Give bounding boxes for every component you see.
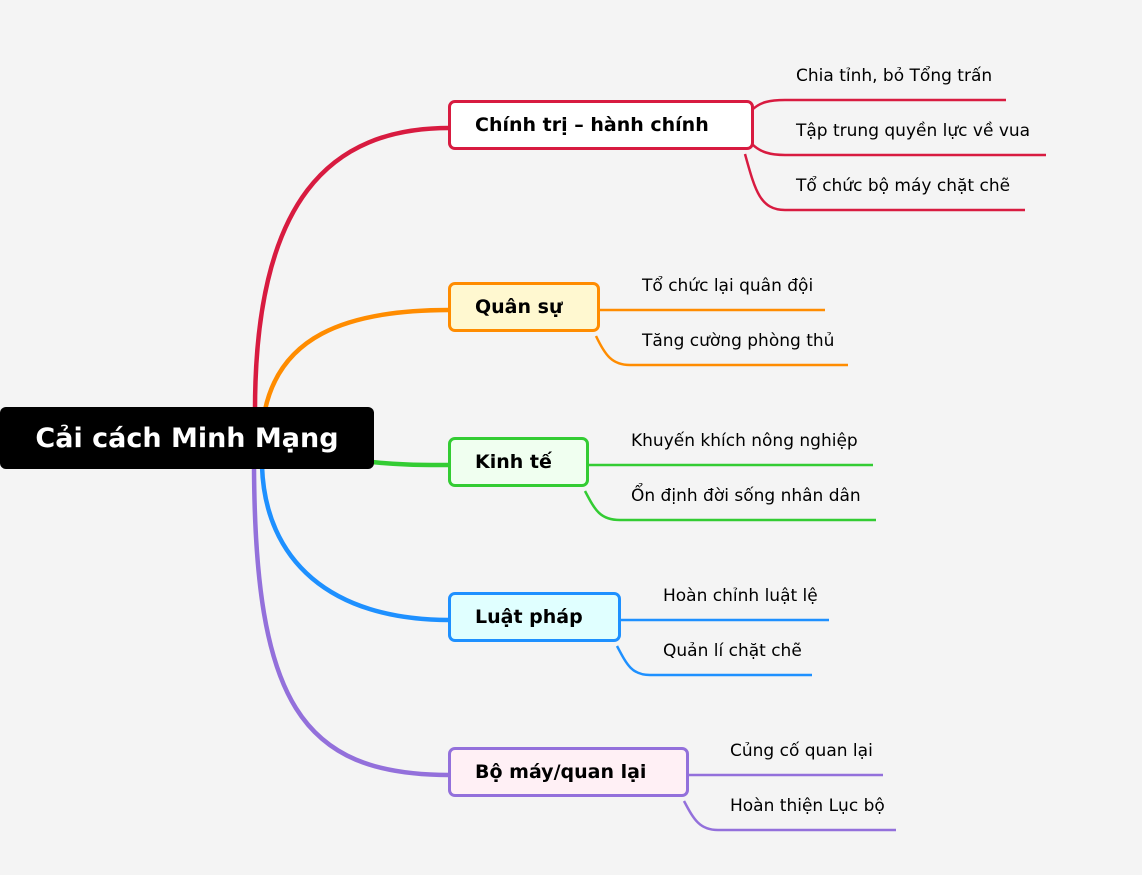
root-label: Cải cách Minh Mạng — [35, 422, 339, 454]
root-node[interactable]: Cải cách Minh Mạng — [0, 407, 374, 469]
leaf-node[interactable]: Tập trung quyền lực về vua — [796, 121, 1031, 141]
leaf-node[interactable]: Tổ chức bộ máy chặt chẽ — [796, 176, 1011, 196]
topic-luat-phap[interactable]: Luật pháp — [448, 592, 621, 642]
leaf-node[interactable]: Ổn định đời sống nhân dân — [631, 486, 861, 506]
topic-label: Quân sự — [475, 296, 563, 318]
leaf-node[interactable]: Hoàn thiện Lục bộ — [730, 796, 885, 816]
topic-label: Kinh tế — [475, 451, 552, 473]
leaf-node[interactable]: Khuyến khích nông nghiệp — [631, 431, 858, 451]
leaf-node[interactable]: Tổ chức lại quân đội — [642, 276, 814, 296]
leaf-node[interactable]: Củng cố quan lại — [730, 741, 873, 761]
topic-label: Chính trị – hành chính — [475, 114, 709, 136]
leaf-node[interactable]: Hoàn chỉnh luật lệ — [663, 586, 818, 606]
leaf-node[interactable]: Quản lí chặt chẽ — [663, 641, 802, 661]
leaf-node[interactable]: Tăng cường phòng thủ — [642, 331, 835, 351]
topic-bo-may[interactable]: Bộ máy/quan lại — [448, 747, 689, 797]
topic-kinh-te[interactable]: Kinh tế — [448, 437, 589, 487]
topic-label: Luật pháp — [475, 606, 583, 628]
leaf-node[interactable]: Chia tỉnh, bỏ Tổng trấn — [796, 66, 993, 86]
topic-label: Bộ máy/quan lại — [475, 761, 647, 783]
topic-chinh-tri[interactable]: Chính trị – hành chính — [448, 100, 754, 150]
topic-quan-su[interactable]: Quân sự — [448, 282, 600, 332]
